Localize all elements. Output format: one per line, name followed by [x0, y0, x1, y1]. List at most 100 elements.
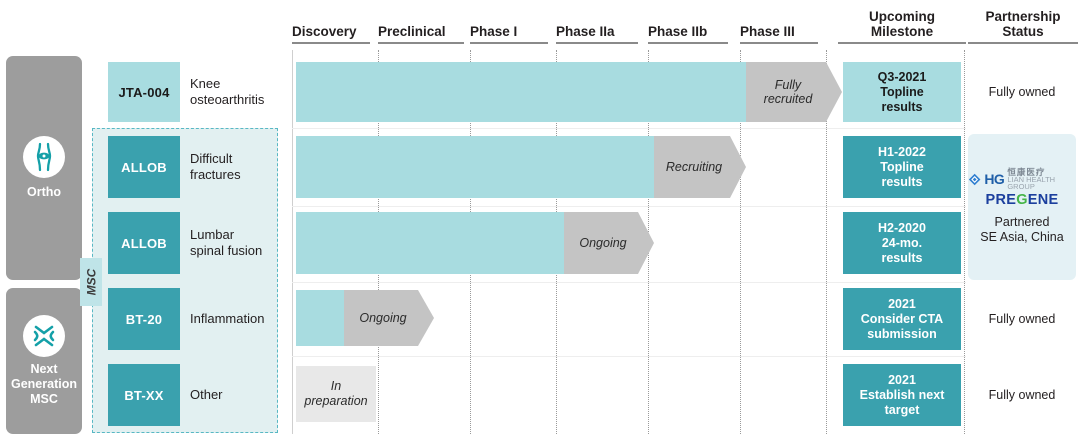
product-tag-bt-xx[interactable]: BT-XX: [108, 364, 180, 426]
indication-bt-xx: Other: [190, 364, 282, 426]
milestone-line2: Establish next: [859, 387, 945, 402]
progress-bar-allob-fractures: [296, 136, 654, 198]
milestone-line3: results: [881, 174, 923, 189]
status-label: Ongoing: [579, 236, 627, 250]
category-ortho: Ortho: [6, 56, 82, 280]
row-separator: [292, 128, 966, 129]
progress-bar-allob-spinal: [296, 212, 564, 274]
partnership-allob: HG 恒康医疗 LIAN HEALTH GROUP PREGENE Partne…: [968, 134, 1076, 280]
indication-line2: fractures: [190, 167, 241, 182]
partnership-label: Fully owned: [988, 387, 1056, 402]
pregene-part1: PRE: [985, 192, 1017, 208]
column-header-phase-i: Phase I: [470, 10, 548, 44]
milestone-allob-fractures: H1-2022 Topline results: [843, 136, 961, 198]
milestone-allob-spinal: H2-2020 24-mo. results: [843, 212, 961, 274]
column-header-label: Phase IIa: [556, 24, 615, 39]
partnership-jta-004: Fully owned: [968, 62, 1076, 122]
hg-logo-cn-main: 恒康医疗: [1007, 167, 1046, 177]
status-arrow-bt-20: Ongoing: [344, 290, 434, 346]
product-label: ALLOB: [121, 159, 167, 175]
status-box-bt-xx: In preparation: [296, 366, 376, 422]
status-line2: preparation: [304, 394, 368, 408]
grid-line-start: [292, 50, 293, 434]
partnership-note-line2: SE Asia, China: [980, 230, 1064, 244]
category-label-line3: MSC: [30, 392, 58, 406]
milestone-line3: submission: [867, 326, 937, 341]
progress-bar-bt-20: [296, 290, 344, 346]
milestone-line1: H2-2020: [878, 220, 926, 235]
status-arrow-jta-004: Fully recruited: [746, 62, 842, 122]
status-arrow-allob-fractures: Recruiting: [654, 136, 746, 198]
column-header-preclinical: Preclinical: [378, 10, 464, 44]
product-label: ALLOB: [121, 235, 167, 251]
milestone-line1: Q3-2021: [877, 69, 927, 84]
pregene-part2: ENE: [1027, 192, 1059, 208]
progress-bar-jta-004: [296, 62, 746, 122]
milestone-jta-004: Q3-2021 Topline results: [843, 62, 961, 122]
hg-logo: HG 恒康医疗 LIAN HEALTH GROUP: [968, 167, 1076, 191]
column-header-label: Preclinical: [378, 24, 446, 39]
product-tag-bt-20[interactable]: BT-20: [108, 288, 180, 350]
product-tag-allob-spinal[interactable]: ALLOB: [108, 212, 180, 274]
category-next-generation-msc: Next Generation MSC: [6, 288, 82, 434]
milestone-header-line2: Milestone: [870, 24, 934, 39]
hg-logo-cn-sub: LIAN HEALTH GROUP: [1007, 175, 1056, 191]
product-tag-jta-004[interactable]: JTA-004: [108, 62, 180, 122]
indication-line1: Difficult: [190, 151, 233, 166]
milestone-line2: Consider CTA: [860, 311, 944, 326]
product-label: BT-XX: [124, 387, 164, 403]
column-header-upcoming-milestone: Upcoming Milestone: [838, 6, 966, 44]
milestone-line2: Topline: [880, 84, 924, 99]
indication-allob-fractures: Difficult fractures: [190, 136, 282, 198]
status-label: Ongoing: [359, 311, 407, 325]
milestone-bt-20: 2021 Consider CTA submission: [843, 288, 961, 350]
partnership-label: Fully owned: [988, 84, 1056, 99]
column-header-phase-iii: Phase III: [740, 10, 818, 44]
column-header-label: Phase IIb: [648, 24, 708, 39]
category-label-line1: Next: [30, 362, 58, 376]
hg-logo-cn: 恒康医疗 LIAN HEALTH GROUP: [1007, 167, 1076, 191]
hg-logo-text: HG: [984, 171, 1005, 187]
indication-bt-20: Inflammation: [190, 288, 282, 350]
column-header-partnership-status: Partnership Status: [968, 6, 1078, 44]
partnership-header-line1: Partnership: [985, 9, 1061, 24]
grid-line-partnership: [964, 50, 965, 434]
partnership-note: Partnered SE Asia, China: [980, 215, 1063, 245]
column-header-label: Phase III: [740, 24, 795, 39]
milestone-line1: 2021: [888, 296, 916, 311]
indication-line2: osteoarthritis: [190, 92, 265, 107]
product-label: JTA-004: [118, 84, 170, 100]
pregene-part-g: G: [1016, 192, 1028, 208]
indication-line1: Knee: [190, 76, 221, 91]
column-header-discovery: Discovery: [292, 10, 370, 44]
column-header-phase-iia: Phase IIa: [556, 10, 638, 44]
partnership-header-line2: Status: [1002, 24, 1044, 39]
partnership-card: HG 恒康医疗 LIAN HEALTH GROUP PREGENE Partne…: [968, 134, 1076, 280]
column-header-label: Discovery: [292, 24, 357, 39]
indication-allob-spinal: Lumbar spinal fusion: [190, 212, 282, 274]
milestone-bt-xx: 2021 Establish next target: [843, 364, 961, 426]
row-separator: [292, 356, 966, 357]
product-tag-allob-fractures[interactable]: ALLOB: [108, 136, 180, 198]
msc-tab-label: MSC: [84, 268, 99, 296]
indication-jta-004: Knee osteoarthritis: [190, 62, 282, 122]
status-arrow-allob-spinal: Ongoing: [564, 212, 654, 274]
status-label: Recruiting: [665, 160, 723, 174]
status-line1: In: [330, 379, 342, 393]
stem-cell-icon: [23, 315, 65, 357]
product-label: BT-20: [125, 311, 163, 327]
indication-line1: Lumbar: [190, 227, 235, 242]
column-header-label: Phase I: [470, 24, 518, 39]
status-line1: Fully: [774, 78, 802, 92]
indication-line1: Inflammation: [190, 311, 265, 326]
milestone-line3: target: [884, 402, 920, 417]
indication-line1: Other: [190, 387, 223, 402]
category-label-line2: Generation: [11, 377, 77, 391]
pregene-logo: PREGENE: [985, 193, 1058, 208]
grid-line-phase-iii: [740, 50, 741, 434]
row-separator: [292, 206, 966, 207]
partnership-bt-20: Fully owned: [968, 288, 1076, 350]
milestone-line3: results: [881, 250, 923, 265]
msc-group-tab: MSC: [80, 258, 102, 306]
